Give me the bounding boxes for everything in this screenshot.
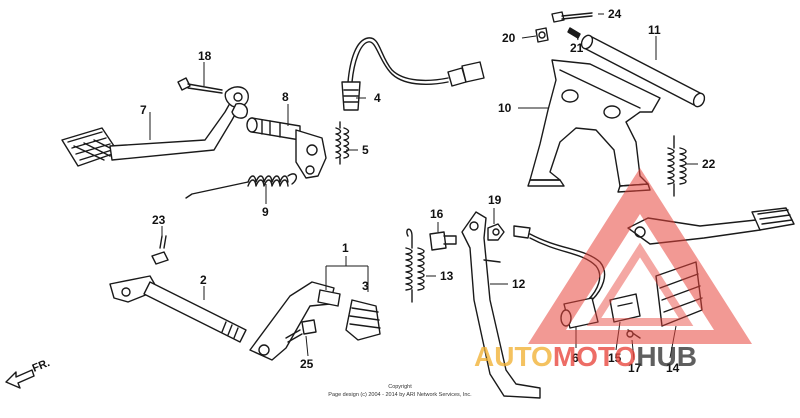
callout-7: 7 xyxy=(140,103,147,117)
watermark-text: AUTOMOTOHUB xyxy=(474,341,697,372)
callout-21: 21 xyxy=(570,41,584,55)
copyright-footer: Copyright Page design (c) 2004 - 2014 by… xyxy=(328,384,472,398)
callout-16: 16 xyxy=(430,207,444,221)
callout-6: 6 xyxy=(572,351,579,365)
stand-pipe-drawing xyxy=(580,34,706,108)
watermark-triangle-icon xyxy=(528,168,752,344)
nut-drawing xyxy=(487,223,505,241)
callout-17: 17 xyxy=(628,361,642,375)
watermark-word-auto: AUTO xyxy=(474,341,553,372)
callout-3: 3 xyxy=(362,279,369,293)
pivot-bolt-drawing xyxy=(429,231,457,251)
callout-25: 25 xyxy=(300,357,314,371)
bolt-23-drawing xyxy=(151,235,169,265)
callout-14: 14 xyxy=(666,361,680,375)
callout-labels: 18 7 8 9 4 5 10 11 24 20 21 22 23 2 1 3 … xyxy=(140,7,716,375)
callout-23: 23 xyxy=(152,213,166,227)
front-label: FR. xyxy=(31,357,52,375)
copyright-line-1: Copyright xyxy=(388,384,412,390)
bolt-25-drawing xyxy=(285,319,317,343)
callout-11: 11 xyxy=(648,23,661,37)
front-direction-indicator: FR. xyxy=(5,357,52,389)
bolt-18-drawing xyxy=(177,77,223,94)
stand-spring-drawing xyxy=(405,228,425,303)
watermark-word-hub: HUB xyxy=(636,341,697,372)
main-stand-drawing xyxy=(527,59,661,193)
callout-13: 13 xyxy=(440,269,454,283)
switch-wire-drawing xyxy=(341,37,485,111)
callout-9: 9 xyxy=(262,205,269,219)
callout-5: 5 xyxy=(362,143,369,157)
side-stand-drawing xyxy=(461,211,541,399)
callout-10: 10 xyxy=(498,101,512,115)
callout-2: 2 xyxy=(200,273,207,287)
spring-5-drawing xyxy=(335,121,350,165)
main-stand-spring-drawing xyxy=(667,135,687,197)
watermark-inner-triangle-icon xyxy=(586,242,694,326)
callout-1: 1 xyxy=(342,241,349,255)
watermark-word-moto: MOTO xyxy=(553,341,636,372)
callout-15: 15 xyxy=(608,351,622,365)
callout-8: 8 xyxy=(282,90,289,104)
pivot-shaft-drawing xyxy=(246,117,327,179)
brake-pedal-drawing xyxy=(61,86,249,167)
return-spring-drawing xyxy=(185,173,298,199)
copyright-line-2: Page design (c) 2004 - 2014 by ARI Netwo… xyxy=(328,392,472,398)
pedal-assembly-drawing xyxy=(249,281,381,361)
callout-19: 19 xyxy=(488,193,502,207)
callout-12: 12 xyxy=(512,277,526,291)
callout-22: 22 xyxy=(702,157,716,171)
callout-4: 4 xyxy=(374,91,381,105)
leader-lines xyxy=(149,13,698,361)
pedal-shaft-drawing xyxy=(109,275,247,343)
watermark: AUTOMOTOHUB xyxy=(474,168,752,372)
callout-18: 18 xyxy=(198,49,212,63)
callout-20: 20 xyxy=(502,31,516,45)
callout-24: 24 xyxy=(608,7,622,21)
front-arrow-icon xyxy=(5,369,35,389)
